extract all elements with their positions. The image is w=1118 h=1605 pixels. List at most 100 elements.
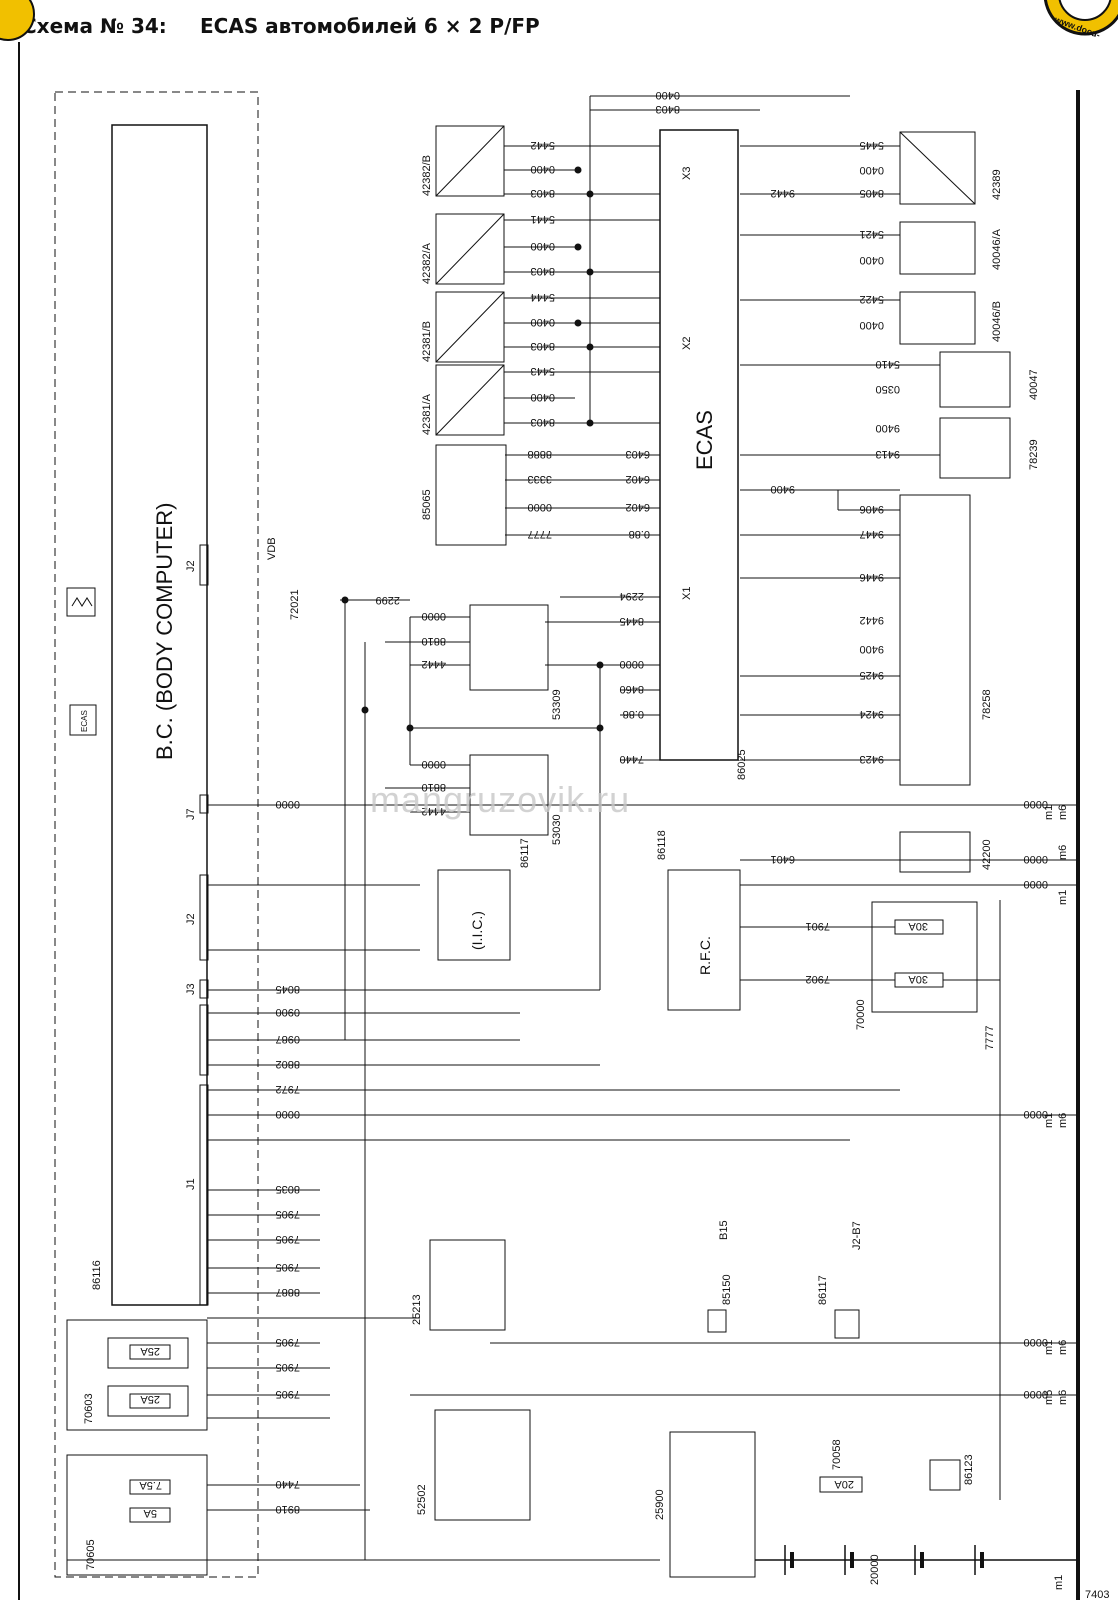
wave-icon — [66, 587, 96, 617]
valve-block-78258 — [899, 494, 971, 786]
svg-text:30A: 30A — [908, 920, 928, 932]
scheme-number: Схема № 34: — [22, 14, 167, 38]
fuse-box-70603: 70603 — [83, 1393, 95, 1424]
wire-6403: 6403 — [626, 448, 650, 460]
svg-text:0400: 0400 — [860, 164, 884, 176]
wire-0400-b: 0400 — [531, 240, 555, 252]
iic-id: 86117 — [519, 838, 531, 868]
page-title: Схема № 34: ECAS автомобилей 6 × 2 P/FP — [22, 14, 540, 38]
wire-7905-c: 7905 — [276, 1261, 300, 1273]
wire-8403-b: 8403 — [531, 265, 555, 277]
svg-text:0400: 0400 — [860, 319, 884, 331]
body-computer-label: B.C. (BODY COMPUTER) — [152, 502, 177, 760]
svg-text:52502: 52502 — [416, 1484, 428, 1515]
bc-j3: J3 — [185, 983, 197, 995]
wire-5444: 5444 — [531, 291, 555, 303]
wire-4442: 0000 — [276, 798, 300, 810]
sensor-42381-a: 42381/A — [421, 393, 433, 435]
svg-text:42200: 42200 — [981, 839, 993, 870]
remote-85065: 85065 — [421, 489, 433, 520]
switch-72021: 72021 — [289, 589, 301, 620]
wire-8403-top: 8403 — [656, 103, 680, 115]
wire-8403-d: 8403 — [531, 416, 555, 428]
svg-text:m5: m5 — [1043, 1390, 1055, 1405]
wire-088-a: 0.88 — [629, 528, 650, 540]
fuse-box-70000 — [871, 901, 978, 1013]
svg-text:85150: 85150 — [721, 1274, 733, 1305]
svg-text:0350: 0350 — [876, 383, 900, 395]
ecas-x2: X2 — [681, 337, 693, 350]
connector-86123-icon — [929, 1459, 961, 1491]
wire-0400-a: 0400 — [531, 163, 555, 175]
svg-text:m6: m6 — [1057, 1113, 1069, 1128]
svg-text:70058: 70058 — [831, 1439, 843, 1470]
wire-8045: 8045 — [276, 983, 300, 995]
bc-j2-top: J2 — [185, 560, 197, 572]
svg-text:5421: 5421 — [860, 228, 884, 240]
body-computer-box — [111, 124, 208, 1306]
svg-text:0000: 0000 — [422, 758, 446, 770]
connector-85150-icon — [707, 1309, 727, 1333]
svg-text:5445: 5445 — [860, 139, 884, 151]
svg-text:6401: 6401 — [771, 853, 795, 865]
wire-0000-c: 0000 — [620, 658, 644, 670]
svg-text:9413: 9413 — [876, 448, 900, 460]
svg-text:m6: m6 — [1057, 1340, 1069, 1355]
switch-52502 — [434, 1409, 531, 1521]
relay-25213 — [429, 1239, 506, 1331]
svg-text:9446: 9446 — [860, 571, 884, 583]
wire-5443: 5443 — [531, 365, 555, 377]
svg-text:25900: 25900 — [654, 1489, 666, 1520]
wire-0000-a: 0000 — [276, 1108, 300, 1120]
svg-text:40047: 40047 — [1028, 369, 1040, 400]
svg-text:42389: 42389 — [991, 169, 1003, 200]
left-corner-badge — [0, 0, 35, 41]
svg-text:m1: m1 — [1043, 805, 1055, 820]
solenoid-78239 — [939, 417, 1011, 479]
ecas-id: 86025 — [736, 749, 748, 780]
svg-text:0000: 0000 — [1024, 1108, 1048, 1120]
wire-8888: 8888 — [528, 448, 552, 460]
wire-8403-c: 8403 — [531, 340, 555, 352]
svg-text:4442: 4442 — [422, 805, 446, 817]
svg-text:5410: 5410 — [876, 358, 900, 370]
fuse-box-70605: 70605 — [85, 1539, 97, 1570]
svg-text:0000: 0000 — [1024, 878, 1048, 890]
svg-text:m1: m1 — [1053, 1575, 1065, 1590]
ecas-label: ECAS — [692, 410, 717, 470]
svg-text:VDB: VDB — [266, 537, 278, 560]
svg-text:0000: 0000 — [422, 610, 446, 622]
wire-8445: 8445 — [620, 615, 644, 627]
sensor-42382-b: 42382/B — [421, 155, 433, 196]
connector-86117-icon — [834, 1309, 860, 1339]
svg-text:9406: 9406 — [860, 503, 884, 515]
wire-088-b: 0.88 — [623, 708, 644, 720]
svg-text:0400: 0400 — [860, 254, 884, 266]
wire-0400-d: 0400 — [531, 391, 555, 403]
svg-text:ECAS: ECAS — [80, 710, 89, 732]
svg-text:J2-B7: J2-B7 — [851, 1221, 863, 1250]
svg-text:9400: 9400 — [876, 422, 900, 434]
sensor-42382-a: 42382/A — [421, 242, 433, 284]
wire-7777-a: 7777 — [528, 528, 552, 540]
svg-text:86123: 86123 — [963, 1454, 975, 1485]
svg-text:9424: 9424 — [860, 708, 884, 720]
fuse-25a-2: 25A — [140, 1393, 160, 1405]
ecas-x1: X1 — [681, 587, 693, 600]
wire-8403-a: 8403 — [531, 187, 555, 199]
svg-text:4442: 4442 — [422, 658, 446, 670]
svg-text:25213: 25213 — [411, 1294, 423, 1325]
rfc-id: 86118 — [656, 830, 668, 860]
svg-text:9400: 9400 — [771, 483, 795, 495]
wire-0987: 0987 — [276, 1033, 300, 1045]
scheme-title: ECAS автомобилей 6 × 2 P/FP — [200, 14, 540, 38]
fuse-25a-1: 25A — [140, 1345, 160, 1357]
svg-text:30A: 30A — [908, 973, 928, 985]
relay-53030 — [469, 754, 549, 836]
svg-text:70000: 70000 — [855, 999, 867, 1030]
svg-text:20A: 20A — [834, 1478, 854, 1490]
relay-53309 — [469, 604, 549, 691]
wire-7905-d: 7905 — [276, 1336, 300, 1348]
svg-text:0000: 0000 — [1024, 853, 1048, 865]
